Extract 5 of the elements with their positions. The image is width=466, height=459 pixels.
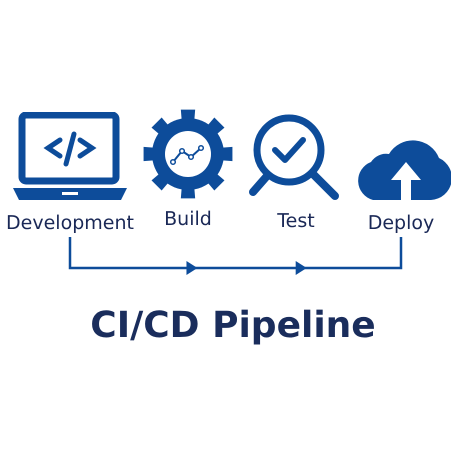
- title: CI/CD Pipeline: [89, 305, 377, 346]
- step-label: Deploy: [368, 212, 434, 234]
- step-label: Test: [277, 210, 315, 232]
- step-label: Build: [164, 208, 212, 230]
- step-label: Development: [6, 212, 134, 234]
